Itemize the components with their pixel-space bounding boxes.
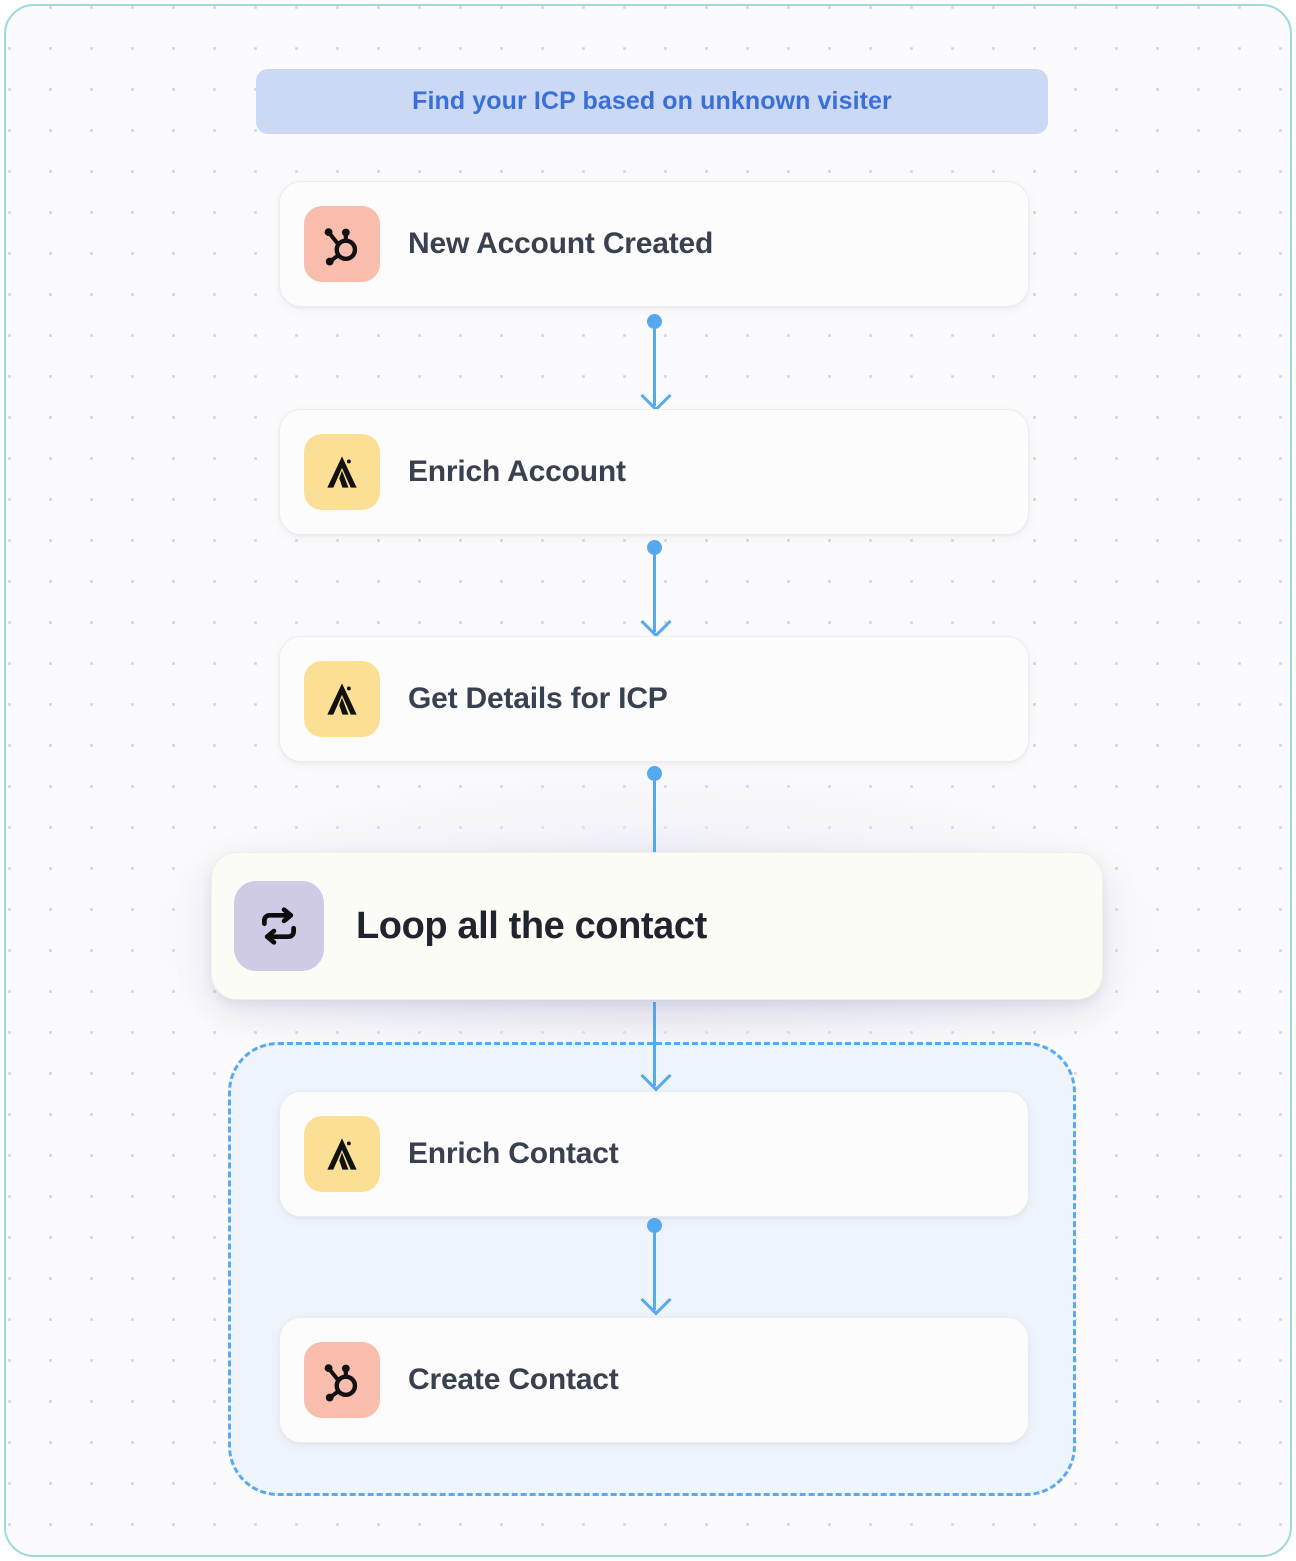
hubspot-icon bbox=[304, 206, 380, 282]
connector-arrowhead bbox=[640, 606, 672, 638]
node-enrich-account[interactable]: Enrich Account bbox=[279, 409, 1029, 535]
node-label: Enrich Contact bbox=[408, 1137, 619, 1170]
apollo-icon-glyph bbox=[327, 456, 357, 488]
hubspot-icon bbox=[304, 1342, 380, 1418]
connector-line bbox=[653, 321, 656, 406]
node-get-details-for-icp[interactable]: Get Details for ICP bbox=[279, 636, 1029, 762]
hubspot-icon-glyph bbox=[324, 1364, 358, 1402]
loop-repeat-icon-glyph bbox=[262, 907, 296, 945]
loop-repeat-icon bbox=[234, 881, 324, 971]
connector-arrowhead bbox=[640, 380, 672, 412]
apollo-icon bbox=[304, 1116, 380, 1192]
node-label: Get Details for ICP bbox=[408, 682, 668, 715]
apollo-icon bbox=[304, 434, 380, 510]
connector-line bbox=[653, 547, 656, 632]
connector-start-dot bbox=[647, 766, 662, 781]
node-label: New Account Created bbox=[408, 227, 714, 260]
connector-enrich-account-to-get-details bbox=[640, 540, 672, 638]
page-title: Find your ICP based on unknown visiter bbox=[412, 87, 892, 115]
node-label: Enrich Account bbox=[408, 455, 626, 488]
hubspot-icon-glyph bbox=[324, 228, 358, 266]
connector-get-details-to-loop bbox=[642, 766, 668, 858]
node-new-account-created[interactable]: New Account Created bbox=[279, 181, 1029, 307]
connector-new-account-created-to-enrich-account bbox=[640, 314, 672, 412]
node-loop-all-the-contact[interactable]: Loop all the contact bbox=[211, 852, 1103, 1000]
connector-start-dot bbox=[647, 540, 662, 555]
connector-start-dot bbox=[647, 314, 662, 329]
node-enrich-contact[interactable]: Enrich Contact bbox=[279, 1091, 1029, 1217]
apollo-icon-glyph bbox=[327, 683, 357, 715]
node-label: Create Contact bbox=[408, 1363, 619, 1396]
node-create-contact[interactable]: Create Contact bbox=[279, 1317, 1029, 1443]
workflow-canvas[interactable]: Find your ICP based on unknown visiter N… bbox=[4, 4, 1292, 1557]
apollo-icon bbox=[304, 661, 380, 737]
node-label: Loop all the contact bbox=[356, 904, 707, 947]
workflow-title-banner[interactable]: Find your ICP based on unknown visiter bbox=[256, 69, 1048, 134]
connector-line bbox=[653, 773, 656, 858]
apollo-icon-glyph bbox=[327, 1138, 357, 1170]
